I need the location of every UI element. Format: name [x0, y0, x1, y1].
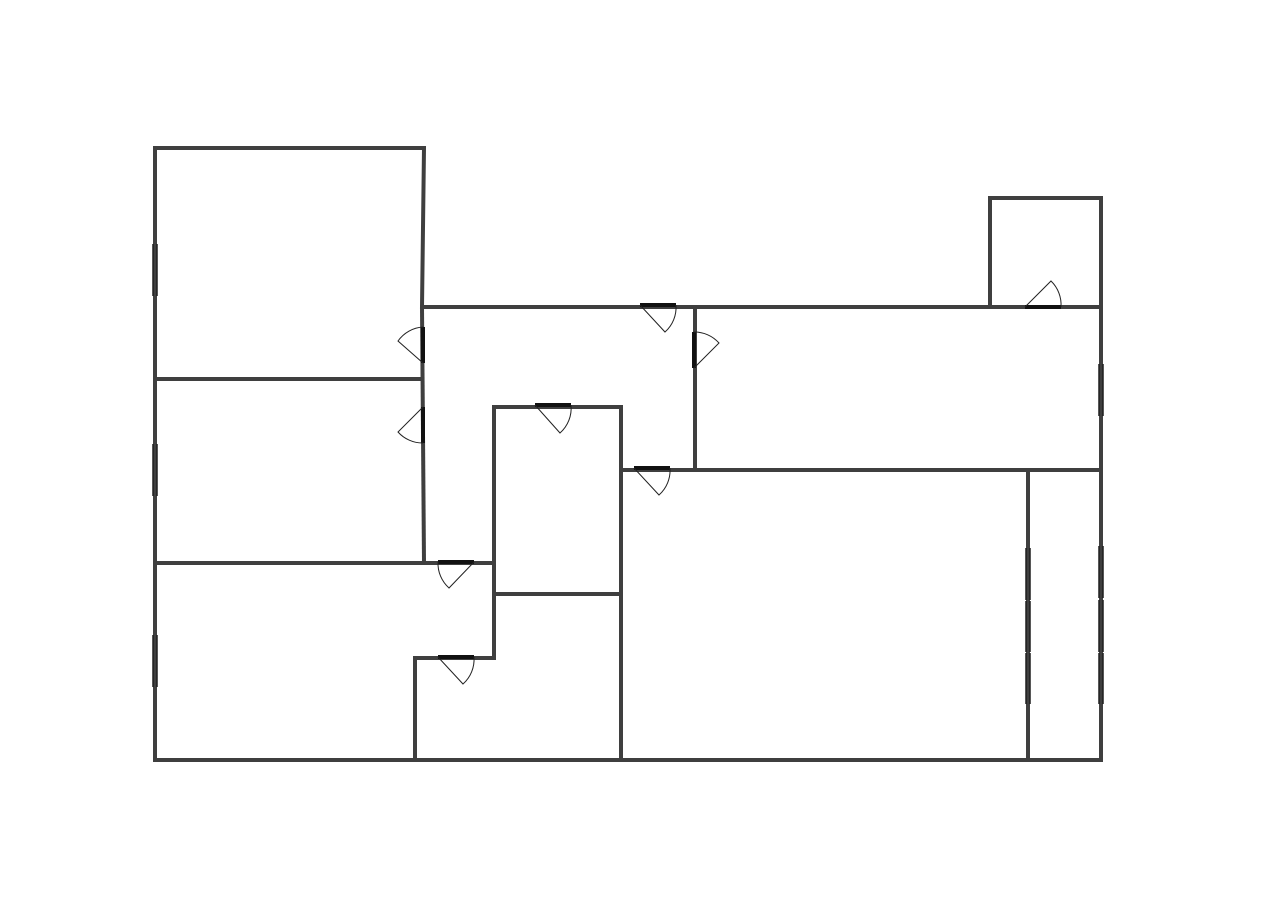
- window-left-3: [152, 635, 158, 687]
- door-storage: [437, 655, 475, 685]
- door-bedroom-2: [397, 406, 425, 444]
- window-left-1: [152, 244, 158, 296]
- door-bedroom-1: [397, 326, 425, 364]
- door-bathroom: [534, 403, 572, 434]
- door-corridor-top: [639, 303, 677, 333]
- wall-bath-center: [492, 405, 623, 762]
- windows: [152, 244, 1104, 704]
- window-balcony-1: [1025, 548, 1031, 600]
- window-balcony-2: [1025, 601, 1031, 652]
- wall-small-room: [413, 656, 496, 762]
- window-balcony-3: [1025, 653, 1031, 704]
- window-right-3: [1098, 600, 1104, 652]
- window-right-2: [1098, 546, 1104, 598]
- door-living-room: [692, 331, 720, 369]
- door-closet: [1024, 280, 1062, 309]
- window-right-1: [1098, 364, 1104, 416]
- wall-top-left-room: [153, 146, 427, 762]
- window-right-4: [1098, 653, 1104, 704]
- wall-closet: [988, 196, 1103, 762]
- window-left-2: [152, 444, 158, 496]
- door-kitchen: [633, 466, 671, 496]
- doors: [397, 280, 1062, 685]
- walls: [153, 146, 1103, 762]
- door-bedroom-3: [437, 560, 475, 589]
